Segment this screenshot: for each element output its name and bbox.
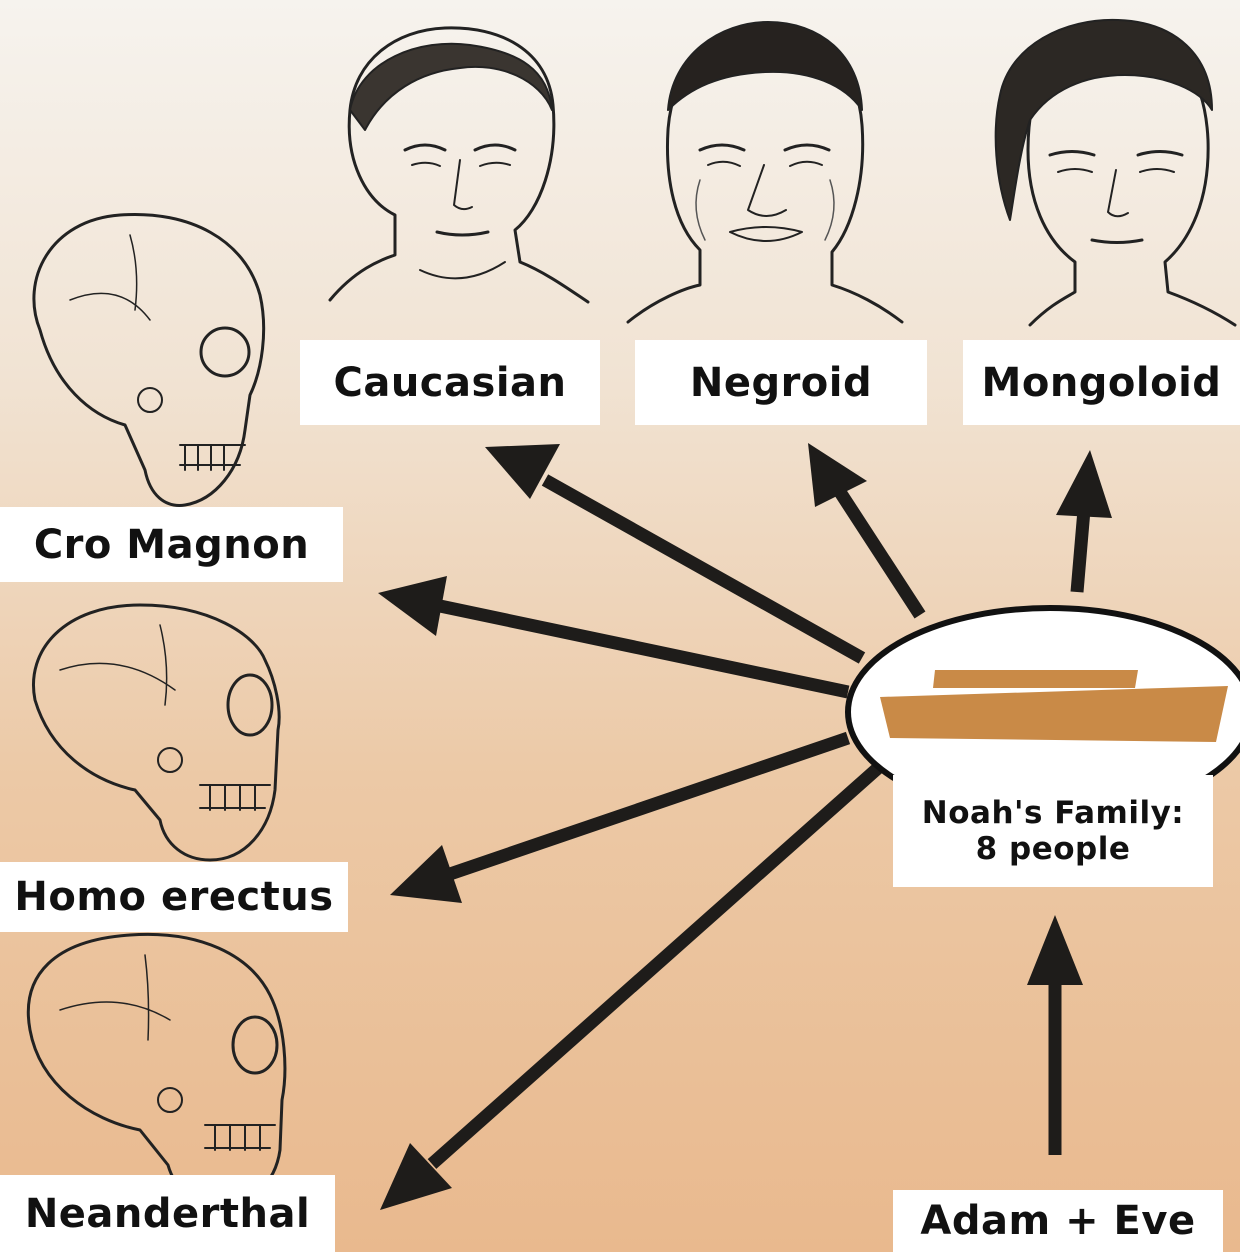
neanderthal-skull-icon bbox=[28, 934, 285, 1205]
label-adam-eve: Adam + Eve bbox=[893, 1190, 1223, 1252]
label-cro-magnon: Cro Magnon bbox=[0, 507, 343, 582]
noah-line-1: Noah's Family: bbox=[922, 795, 1184, 831]
label-caucasian: Caucasian bbox=[300, 340, 600, 425]
homo-erectus-skull-icon bbox=[33, 605, 279, 860]
noah-line-2: 8 people bbox=[976, 831, 1131, 867]
label-neanderthal: Neanderthal bbox=[0, 1175, 335, 1252]
label-mongoloid: Mongoloid bbox=[963, 340, 1240, 425]
label-homo-erectus: Homo erectus bbox=[0, 862, 348, 932]
cro-magnon-skull-icon bbox=[34, 214, 264, 505]
label-noahs-family: Noah's Family: 8 people bbox=[893, 775, 1213, 887]
label-negroid: Negroid bbox=[635, 340, 927, 425]
